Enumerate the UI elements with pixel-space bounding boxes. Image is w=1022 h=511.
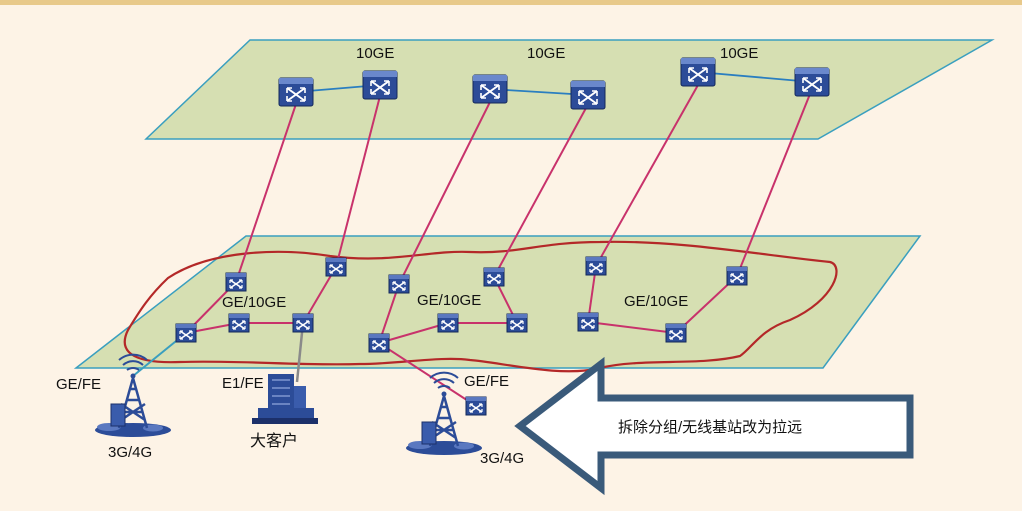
enterprise-label: 大客户 <box>250 432 298 450</box>
aggregation-label-2: GE/10GE <box>417 292 481 309</box>
core-plane <box>144 39 995 140</box>
callout-text: 拆除分组/无线基站改为拉远 <box>618 419 802 436</box>
right-site-label: 3G/4G <box>480 450 524 467</box>
core-label-1: 10GE <box>356 45 394 62</box>
agg-switch-4 <box>228 313 250 333</box>
enterprise-link-label: E1/FE <box>222 375 264 392</box>
top-border <box>0 0 1022 5</box>
agg-switch-5 <box>292 313 314 333</box>
access-switch <box>465 396 487 416</box>
core-router-3 <box>472 74 508 104</box>
agg-switch-10 <box>506 313 528 333</box>
right-link-label: GE/FE <box>464 373 509 390</box>
agg-switch-14 <box>665 323 687 343</box>
agg-switch-2 <box>325 257 347 277</box>
core-router-4 <box>570 80 606 110</box>
aggregation-label-1: GE/10GE <box>222 294 286 311</box>
core-uplinks <box>235 84 811 285</box>
core-label-3: 10GE <box>720 45 758 62</box>
agg-switch-11 <box>585 256 607 276</box>
aggregation-ring <box>123 240 838 373</box>
left-site-label: 3G/4G <box>108 444 152 461</box>
left-link-label: GE/FE <box>56 376 101 393</box>
agg-switch-6 <box>388 274 410 294</box>
access-link-enterprise <box>295 322 305 383</box>
agg-switch-1 <box>225 272 247 292</box>
core-router-1 <box>278 77 314 107</box>
aggregation-plane <box>73 235 922 369</box>
agg-switch-9 <box>437 313 459 333</box>
agg-switch-13 <box>577 312 599 332</box>
agg-switch-3 <box>175 323 197 343</box>
agg-switch-8 <box>368 333 390 353</box>
aggregation-label-3: GE/10GE <box>624 293 688 310</box>
agg-switch-7 <box>483 267 505 287</box>
core-label-2: 10GE <box>527 45 565 62</box>
left-arrow-icon <box>514 356 914 496</box>
office-building-icon <box>252 374 318 424</box>
core-router-6 <box>794 67 830 97</box>
agg-switch-12 <box>726 266 748 286</box>
core-router-5 <box>680 57 716 87</box>
core-router-2 <box>362 70 398 100</box>
